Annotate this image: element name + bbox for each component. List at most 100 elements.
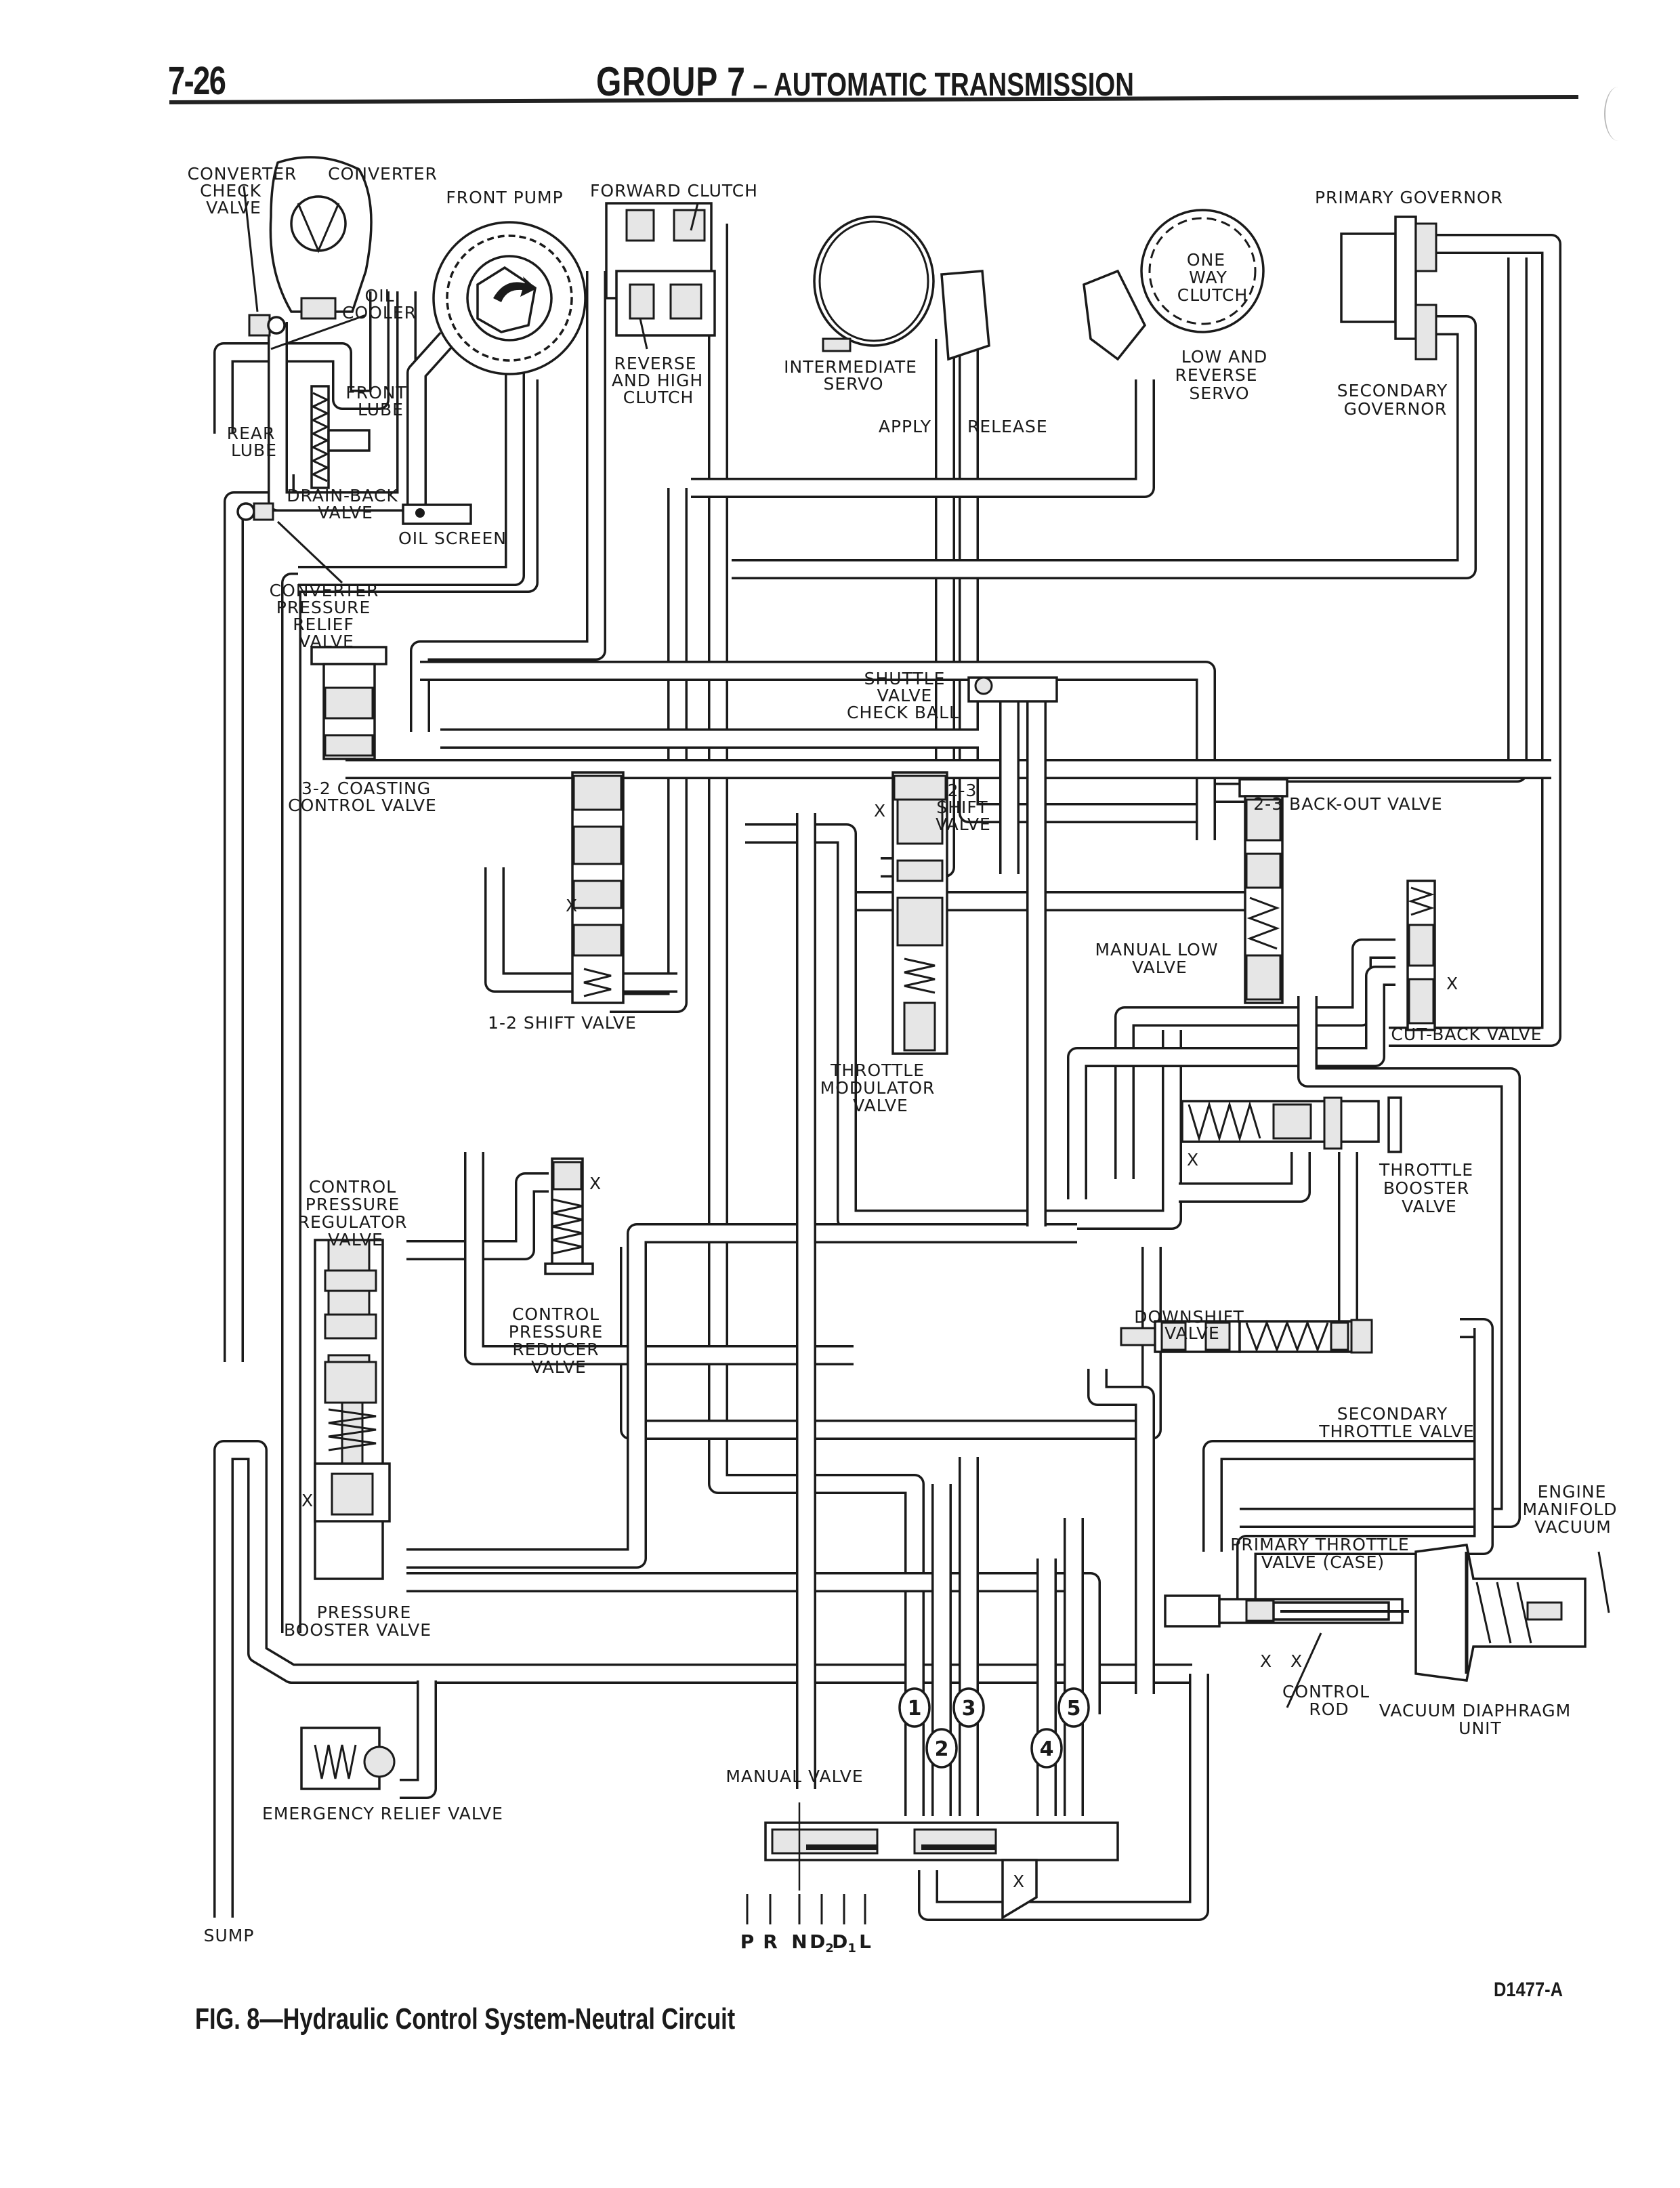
vacuum-diaphragm-unit xyxy=(1414,1544,1587,1682)
label-converter-pressure-relief-valve: CONVERTER PRESSURE RELIEF VALVE xyxy=(270,581,385,651)
label-manual-valve: MANUAL VALVE xyxy=(726,1767,863,1786)
label-release: RELEASE xyxy=(967,417,1048,436)
coasting-control-valve xyxy=(310,646,387,760)
label-converter-check-valve: CONVERTER CHECK VALVE xyxy=(188,164,303,218)
oil-screen xyxy=(402,503,472,525)
leader-engine-vacuum xyxy=(1597,1551,1610,1613)
exhaust-mark: X xyxy=(1187,1150,1199,1170)
header-separator: – xyxy=(745,67,774,103)
label-oil-screen: OIL SCREEN xyxy=(398,529,507,548)
label-reverse-high-clutch: REVERSE AND HIGH CLUTCH xyxy=(612,354,709,407)
port-circle-2 xyxy=(925,1728,958,1769)
exhaust-mark: X xyxy=(1446,974,1458,993)
label-pressure-booster-valve: PRESSURE BOOSTER VALVE xyxy=(284,1603,432,1640)
label-manual-low-valve: MANUAL LOW VALVE xyxy=(1095,940,1224,977)
pressure-booster-valve xyxy=(314,1462,391,1523)
label-oil-cooler: OIL COOLER xyxy=(342,286,417,323)
primary-throttle-valve xyxy=(1164,1594,1409,1628)
labels: CONVERTER CHECK VALVE CONVERTER FRONT PU… xyxy=(188,164,1624,1945)
shift-valve-1-2 xyxy=(571,771,625,1004)
port-circle-4 xyxy=(1030,1728,1063,1769)
port-number-3: 3 xyxy=(962,1697,976,1720)
front-pump xyxy=(432,221,587,375)
label-one-way-clutch: ONE WAY CLUTCH xyxy=(1177,250,1248,305)
downshift-valve xyxy=(1120,1320,1241,1353)
secondary-governor xyxy=(1414,304,1437,360)
leader-control-rod xyxy=(1286,1632,1322,1708)
figure-code: D1477-A xyxy=(1494,1979,1563,2001)
page-header: GROUP 7 – AUTOMATIC TRANSMISSION xyxy=(596,58,1134,105)
label-sump: SUMP xyxy=(204,1926,255,1945)
manual-valve xyxy=(764,1802,1119,1920)
label-control-pressure-reducer-valve: CONTROL PRESSURE REDUCER VALVE xyxy=(509,1304,609,1377)
page-number: 7-26 xyxy=(168,59,226,103)
label-front-lube: FRONT LUBE xyxy=(345,383,413,419)
port-number-5: 5 xyxy=(1067,1697,1081,1720)
label-throttle-booster-valve: THROTTLE BOOSTER VALVE xyxy=(1379,1160,1479,1216)
leader-converter-check-valve xyxy=(243,186,259,312)
one-way-clutch xyxy=(1083,209,1265,361)
label-primary-throttle-valve: PRIMARY THROTTLE VALVE (CASE) xyxy=(1230,1535,1415,1572)
label-shift-valve-2-3: 2-3 SHIFT VALVE xyxy=(936,781,994,834)
exhaust-mark: X xyxy=(1013,1872,1025,1891)
manual-low-valve xyxy=(1238,778,1288,1004)
label-converter: CONVERTER xyxy=(328,164,438,184)
exhaust-mark: X xyxy=(589,1174,602,1193)
selector-position-r: R xyxy=(763,1931,778,1953)
label-shuttle-valve-check-ball: SHUTTLE VALVE CHECK BALL xyxy=(847,669,959,722)
label-front-pump: FRONT PUMP xyxy=(446,188,563,207)
leader-reverse-high-clutch xyxy=(639,318,648,350)
throttle-booster-valve xyxy=(1181,1096,1402,1153)
label-control-pressure-regulator-valve: CONTROL PRESSURE REGULATOR VALVE xyxy=(298,1177,414,1250)
shift-valve-2-3 xyxy=(891,771,948,1055)
port-number-4: 4 xyxy=(1040,1737,1054,1761)
reverse-and-high-clutch xyxy=(615,270,716,337)
port-number-2: 2 xyxy=(935,1737,949,1761)
intermediate-servo xyxy=(813,215,990,361)
label-primary-governor: PRIMARY GOVERNOR xyxy=(1315,188,1503,207)
header-group: GROUP 7 xyxy=(596,59,746,104)
control-pressure-reducer-valve xyxy=(544,1157,594,1275)
label-cut-back-valve: CUT-BACK VALVE xyxy=(1391,1025,1542,1044)
selector-ticks xyxy=(746,1894,866,1924)
label-low-reverse-servo: LOW AND REVERSE SERVO xyxy=(1175,347,1274,403)
leader-forward-clutch xyxy=(690,203,699,231)
figure-caption: FIG. 8—Hydraulic Control System-Neutral … xyxy=(195,2002,736,2036)
converter-check-valve xyxy=(248,314,286,337)
label-intermediate-servo: INTERMEDIATE SERVO xyxy=(784,357,923,394)
port-circle-3 xyxy=(952,1687,985,1728)
selector-position-d2: D2 xyxy=(810,1931,834,1956)
exhaust-mark: X xyxy=(1260,1651,1272,1671)
passage-booster-feed-2 xyxy=(406,1572,1101,1714)
manual-valve-port-circles: 123 45 xyxy=(898,1687,1090,1769)
primary-governor xyxy=(1340,215,1437,340)
label-shift-valve-1-2: 1-2 SHIFT VALVE xyxy=(488,1013,637,1033)
port-circle-1 xyxy=(898,1687,931,1728)
label-secondary-governor: SECONDARY GOVERNOR xyxy=(1337,381,1454,419)
label-emergency-relief-valve: EMERGENCY RELIEF VALVE xyxy=(262,1804,503,1823)
exhaust-mark: X xyxy=(301,1491,314,1510)
leader-oil-cooler xyxy=(270,314,366,350)
leader-converter-pressure-relief xyxy=(276,520,343,584)
label-control-rod: CONTROL ROD xyxy=(1282,1682,1376,1719)
label-vacuum-diaphragm-unit: VACUUM DIAPHRAGM UNIT xyxy=(1379,1701,1577,1738)
label-engine-manifold-vacuum: ENGINE MANIFOLD VACUUM xyxy=(1523,1482,1624,1537)
rotation-arrow-icon xyxy=(493,276,537,302)
label-drain-back-valve: DRAIN-BACK VALVE xyxy=(287,486,404,522)
emergency-relief-valve xyxy=(300,1727,396,1790)
selector-position-l: L xyxy=(859,1931,871,1953)
page-corner-curl xyxy=(1604,87,1633,141)
selector-position-d1: D1 xyxy=(832,1931,856,1956)
control-pressure-regulator-valve xyxy=(314,1239,384,1580)
label-forward-clutch: FORWARD CLUTCH xyxy=(590,181,758,201)
label-rear-lube: REAR LUBE xyxy=(227,424,282,460)
selector-position-p: P xyxy=(740,1931,755,1953)
port-circle-5 xyxy=(1057,1687,1090,1728)
label-apply: APPLY xyxy=(879,417,931,436)
port-number-1: 1 xyxy=(908,1697,922,1720)
exhaust-mark: X xyxy=(874,801,886,821)
label-secondary-throttle-valve: SECONDARY THROTTLE VALVE xyxy=(1318,1404,1475,1441)
secondary-throttle-valve xyxy=(1238,1319,1373,1354)
shuttle-valve xyxy=(967,676,1058,703)
